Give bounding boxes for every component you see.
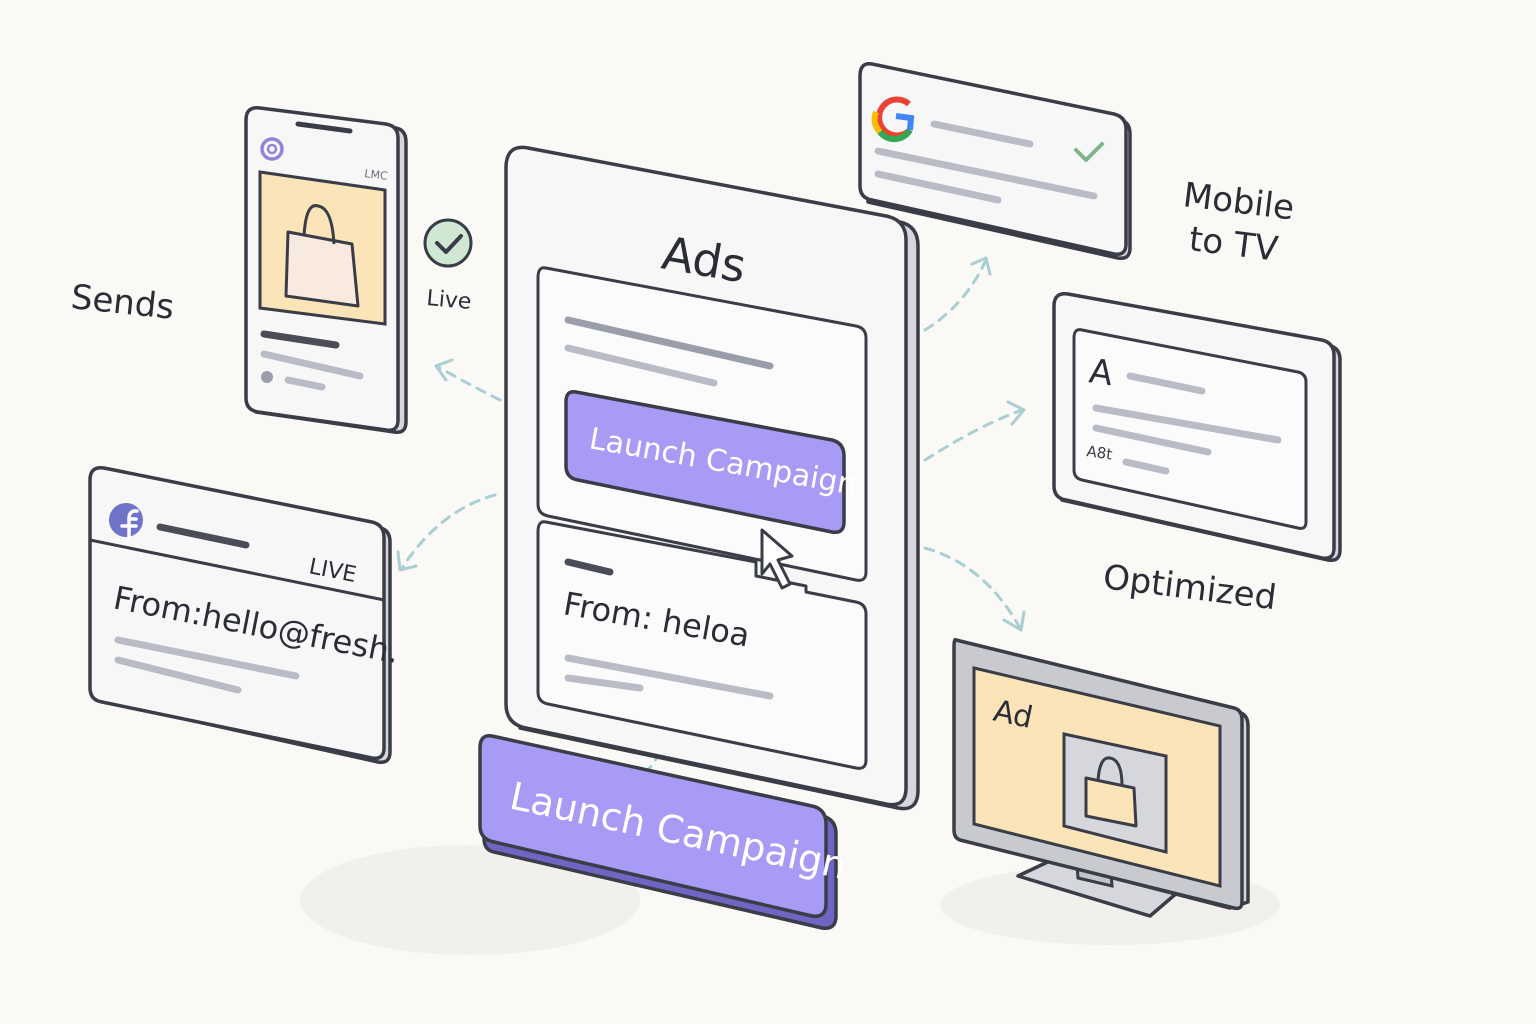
launch-campaign-button-small[interactable]: Launch Campaign xyxy=(564,389,859,535)
text-ad-sub-glyph: A8t xyxy=(1085,442,1113,463)
instagram-icon xyxy=(260,137,284,161)
live-status-badge: Live xyxy=(423,218,473,315)
live-badge-label: Live xyxy=(425,286,472,315)
check-icon xyxy=(1074,142,1104,162)
text-ad-headline-glyph: A xyxy=(1087,351,1116,394)
launch-campaign-button-large[interactable]: Launch Campaign xyxy=(478,734,850,930)
optimized-label: Optimized xyxy=(1101,557,1279,618)
facebook-email-card: LIVE From:hello@fresh. xyxy=(88,466,402,765)
check-circle-icon xyxy=(423,218,473,268)
facebook-f-icon xyxy=(109,503,143,539)
mobile-to-tv-label-line2: to TV xyxy=(1187,219,1280,270)
instagram-phone-card: LMC xyxy=(244,106,408,435)
phone-header-tag: LMC xyxy=(364,167,389,183)
mouse-pointer-icon xyxy=(760,528,794,590)
main-ads-panel: Ads Launch Campaign From: heloa xyxy=(504,145,920,811)
sends-label: Sends xyxy=(69,277,176,328)
avatar-dot xyxy=(261,371,273,383)
google-g-icon xyxy=(871,96,915,143)
google-search-card xyxy=(858,62,1132,261)
phone-notch xyxy=(295,121,353,134)
floor-shadow xyxy=(300,845,640,955)
tv-display-card: Ad xyxy=(952,637,1250,918)
tv-ad-label: Ad xyxy=(990,694,1035,736)
text-ad-card: A A8t xyxy=(1052,292,1342,563)
shopping-bag-icon xyxy=(1084,756,1138,828)
shopping-bag-icon xyxy=(284,204,360,308)
